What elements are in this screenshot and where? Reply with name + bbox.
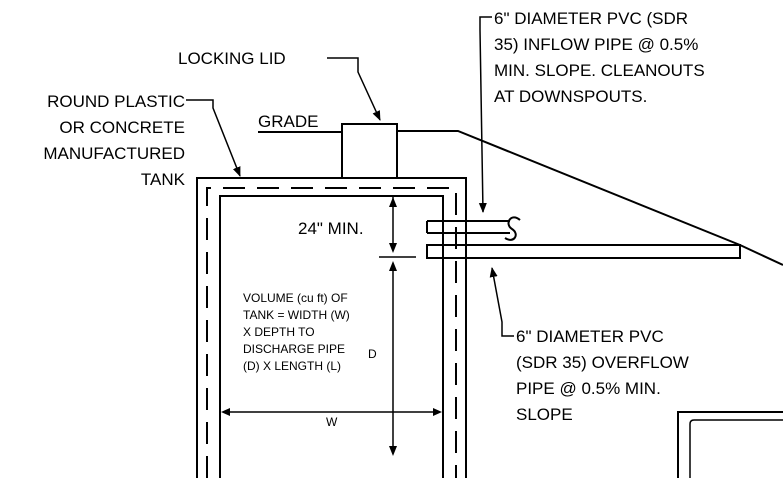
volume-note-line-5: (D) X LENGTH (L) xyxy=(243,359,341,373)
volume-note-line-4: DISCHARGE PIPE xyxy=(243,342,345,356)
inflow-pipe xyxy=(426,216,521,241)
tank xyxy=(196,177,467,478)
tank-type-line-1: ROUND PLASTIC xyxy=(47,92,185,111)
tank-outer-wall xyxy=(196,177,467,478)
ground-slope-line xyxy=(397,130,783,266)
inflow-pipe-callout: 6" DIAMETER PVC (SDR 35) INFLOW PIPE @ 0… xyxy=(478,9,705,213)
depth-label: D xyxy=(368,347,377,361)
volume-note-line-3: X DEPTH TO xyxy=(243,325,315,339)
inflow-line-1: 6" DIAMETER PVC (SDR xyxy=(494,9,688,28)
depth-dimension: D xyxy=(368,261,397,456)
inflow-line-4: AT DOWNSPOUTS. xyxy=(494,87,647,106)
grade-label: GRADE xyxy=(258,112,318,131)
tank-type-line-2: OR CONCRETE xyxy=(59,118,185,137)
inflow-cleanout-symbol xyxy=(504,216,521,241)
overflow-line-2: (SDR 35) OVERFLOW xyxy=(516,353,689,372)
overflow-pipe-callout: 6" DIAMETER PVC (SDR 35) OVERFLOW PIPE @… xyxy=(489,267,689,424)
overflow-line-1: 6" DIAMETER PVC xyxy=(516,327,664,346)
inflow-line-3: MIN. SLOPE. CLEANOUTS xyxy=(494,61,705,80)
tank-inner-wall xyxy=(219,195,444,478)
locking-lid-callout: LOCKING LID xyxy=(178,49,381,121)
volume-note-line-1: VOLUME (cu ft) OF xyxy=(243,291,348,305)
tank-dashed-wall xyxy=(206,187,457,478)
locking-lid-riser xyxy=(341,123,398,179)
overflow-pipe xyxy=(426,244,741,259)
lower-right-structure-inner xyxy=(689,419,783,478)
volume-note-line-2: TANK = WIDTH (W) xyxy=(243,308,350,322)
min-depth-label: 24" MIN. xyxy=(298,219,364,238)
locking-lid-label: LOCKING LID xyxy=(178,49,286,68)
width-label: W xyxy=(326,415,338,429)
lower-right-structure xyxy=(677,411,783,478)
tank-type-callout: ROUND PLASTIC OR CONCRETE MANUFACTURED T… xyxy=(43,92,241,189)
volume-note: VOLUME (cu ft) OF TANK = WIDTH (W) X DEP… xyxy=(243,291,350,373)
overflow-line-4: SLOPE xyxy=(516,405,573,424)
min-depth-dimension: 24" MIN. xyxy=(298,197,416,258)
overflow-line-3: PIPE @ 0.5% MIN. xyxy=(516,379,661,398)
width-dimension: W xyxy=(221,408,442,429)
tank-type-line-4: TANK xyxy=(141,170,186,189)
inflow-line-2: 35) INFLOW PIPE @ 0.5% xyxy=(494,35,698,54)
tank-type-line-3: MANUFACTURED xyxy=(43,144,185,163)
